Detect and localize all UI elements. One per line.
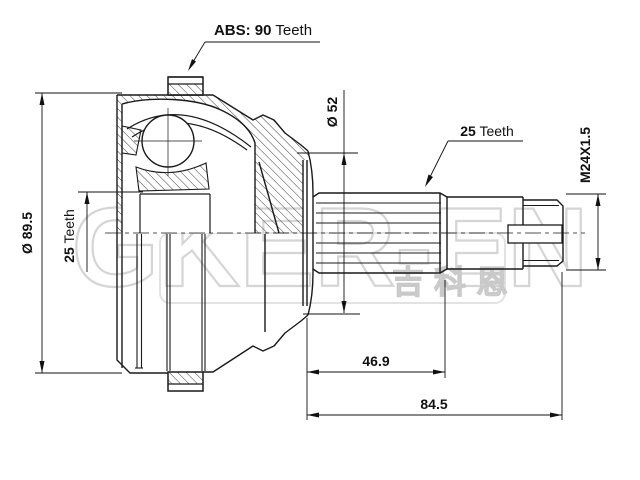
inner-race-band: [135, 162, 210, 192]
label-abs-teeth: ABS: 90 Teeth: [214, 22, 312, 39]
arrow-left: [307, 369, 319, 375]
threaded-end: [523, 199, 564, 267]
inner-spline-unit: Teeth: [61, 209, 77, 247]
label-abs-teeth-unit: Teeth: [271, 22, 312, 39]
arrow-right: [433, 369, 445, 375]
dim-opening-diameter: [297, 90, 360, 315]
label-thread-spec: M24X1.5: [577, 127, 593, 183]
mouth-face-bottom: [307, 272, 314, 316]
shaft-spline-unit: Teeth: [476, 123, 514, 139]
shaft-spline-count: 25: [460, 123, 476, 139]
arrow-down: [39, 361, 45, 373]
housing-outer-profile-top: [117, 94, 309, 152]
label-shaft-spline: 25 Teeth: [460, 123, 513, 139]
arrow-up: [595, 194, 601, 206]
label-inner-spline: 25 Teeth: [61, 209, 77, 262]
inner-race-wedge: [121, 125, 142, 156]
arrow-down: [595, 258, 601, 270]
leader-abs: [188, 41, 320, 71]
mouth-gap: [303, 160, 313, 233]
hub-view-edges-bottom: [135, 234, 206, 371]
cotter-slot: [507, 224, 563, 244]
arrow-tip: [188, 59, 196, 71]
mouth-face-top: [307, 150, 314, 194]
cage-outer-arc: [126, 114, 252, 148]
arrow-up: [84, 192, 90, 204]
label-outer-diameter: Ø 89.5: [19, 212, 35, 254]
spline-teeth-lines: [316, 202, 441, 264]
arrow-right: [550, 412, 562, 418]
joint-cavity: [122, 99, 255, 233]
bearing-assembly: [121, 108, 252, 233]
dim-overall-length: [307, 272, 563, 420]
bell-wall-edge: [258, 161, 280, 234]
watermark: GKER-EN 吉科恩: [71, 184, 590, 311]
inner-spline-count: 25: [61, 247, 77, 263]
label-overall-length: 84.5: [420, 396, 447, 412]
arrow-left: [307, 412, 319, 418]
ball-crosshair: [134, 108, 202, 176]
dim-spline-length: [306, 280, 446, 420]
abs-ring-bottom: [167, 371, 204, 392]
abs-ring-top: [167, 76, 204, 96]
arrow-up: [39, 93, 45, 105]
dim-outer-diameter: [35, 92, 122, 374]
dim-thread: [566, 193, 606, 271]
label-opening-diameter: Ø 52: [324, 97, 340, 128]
inner-spline-bore: [139, 193, 211, 233]
arrow-down: [341, 301, 347, 313]
leader-shaft-spline: [425, 140, 523, 187]
housing-left-face: [116, 95, 168, 374]
label-abs-teeth-value: ABS: 90: [214, 22, 272, 39]
arrow-up: [341, 153, 347, 165]
arrow-tip: [425, 174, 433, 187]
cavity-top-edge: [121, 98, 256, 233]
label-spline-length: 46.9: [362, 353, 389, 369]
dim-inner-spline: [78, 191, 143, 272]
housing-outer-profile-bottom: [203, 314, 309, 373]
